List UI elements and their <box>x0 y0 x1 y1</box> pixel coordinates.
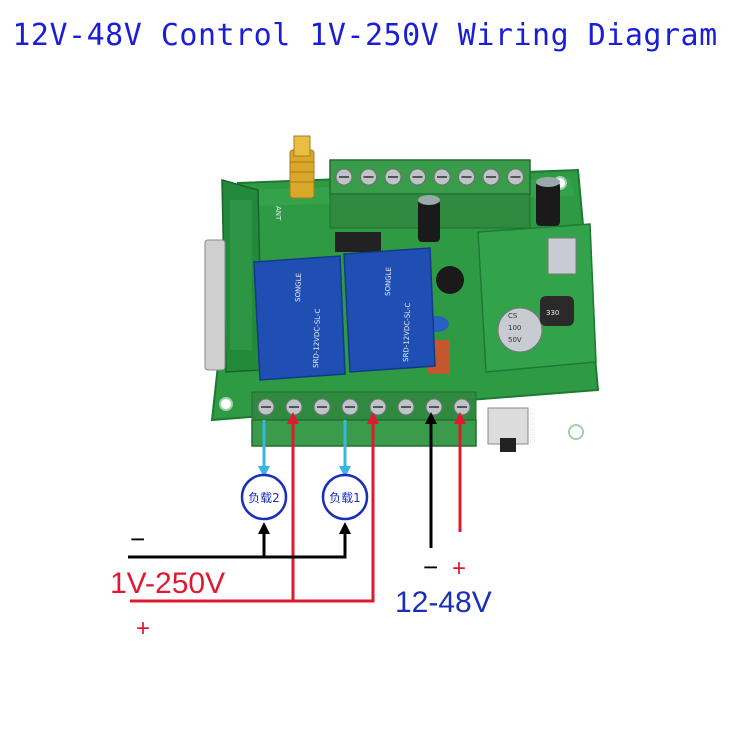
load-2-label: 负载2 <box>248 491 280 505</box>
arrow-up <box>367 412 379 424</box>
arrow-heads <box>258 412 466 534</box>
load-2: 负载2 <box>240 473 288 521</box>
arrow-up <box>425 412 437 424</box>
antenna-label: ANT <box>274 206 282 221</box>
dc-supply-label: 12-48V <box>395 586 492 619</box>
load-1: 负载1 <box>321 473 369 521</box>
side-connector <box>204 239 226 371</box>
antenna-connector <box>289 135 315 199</box>
arrow-up <box>258 522 270 534</box>
relay-model: SRD-12VDC-SL-C <box>312 308 322 368</box>
relay-1: SONGLE SRD-12VDC-SL-C <box>343 247 436 373</box>
diagram-title: 12V-48V Control 1V-250V Wiring Diagram <box>12 18 718 53</box>
arrow-down <box>339 466 351 478</box>
capacitor-text: 50V <box>508 336 522 344</box>
arrow-up <box>287 412 299 424</box>
learning-button <box>487 407 529 452</box>
relay-brand: SONGLE <box>294 273 303 302</box>
capacitor <box>418 195 440 242</box>
arrow-down <box>258 466 270 478</box>
capacitor-text: CS <box>508 312 518 320</box>
ac-plus-label: + <box>136 615 150 642</box>
power-submodule <box>477 223 597 373</box>
dc-minus-label: − <box>423 552 438 582</box>
ac-neutral-wire <box>128 530 347 559</box>
ac-live-wire-branch <box>293 420 375 603</box>
relay-brand: SONGLE <box>384 267 393 296</box>
inductor-text: 330 <box>546 309 559 317</box>
dc-plus-label: + <box>452 555 466 582</box>
mounting-hole <box>568 424 584 440</box>
ac-minus-label: − <box>130 524 145 554</box>
relay-model: SRD-12VDC-SL-C <box>402 302 412 362</box>
arrow-up <box>454 412 466 424</box>
capacitor <box>536 177 560 226</box>
bottom-terminal-block <box>251 391 477 447</box>
relay-2: SONGLE SRD-12VDC-SL-C <box>253 255 346 381</box>
controller-board: ANT CS 100 50V 330 <box>204 135 600 452</box>
capacitor-text: 100 <box>508 324 521 332</box>
small-capacitor <box>547 237 577 275</box>
load-1-label: 负载1 <box>329 491 361 505</box>
inductor <box>540 296 574 326</box>
mounting-hole <box>219 397 233 411</box>
buzzer <box>436 266 464 294</box>
ic-chip <box>335 232 381 252</box>
big-capacitor <box>497 307 543 353</box>
ac-supply-label: 1V-250V <box>110 567 225 600</box>
learning-label: LEARNING <box>528 408 536 444</box>
arrow-up <box>339 522 351 534</box>
wiring <box>128 420 462 603</box>
